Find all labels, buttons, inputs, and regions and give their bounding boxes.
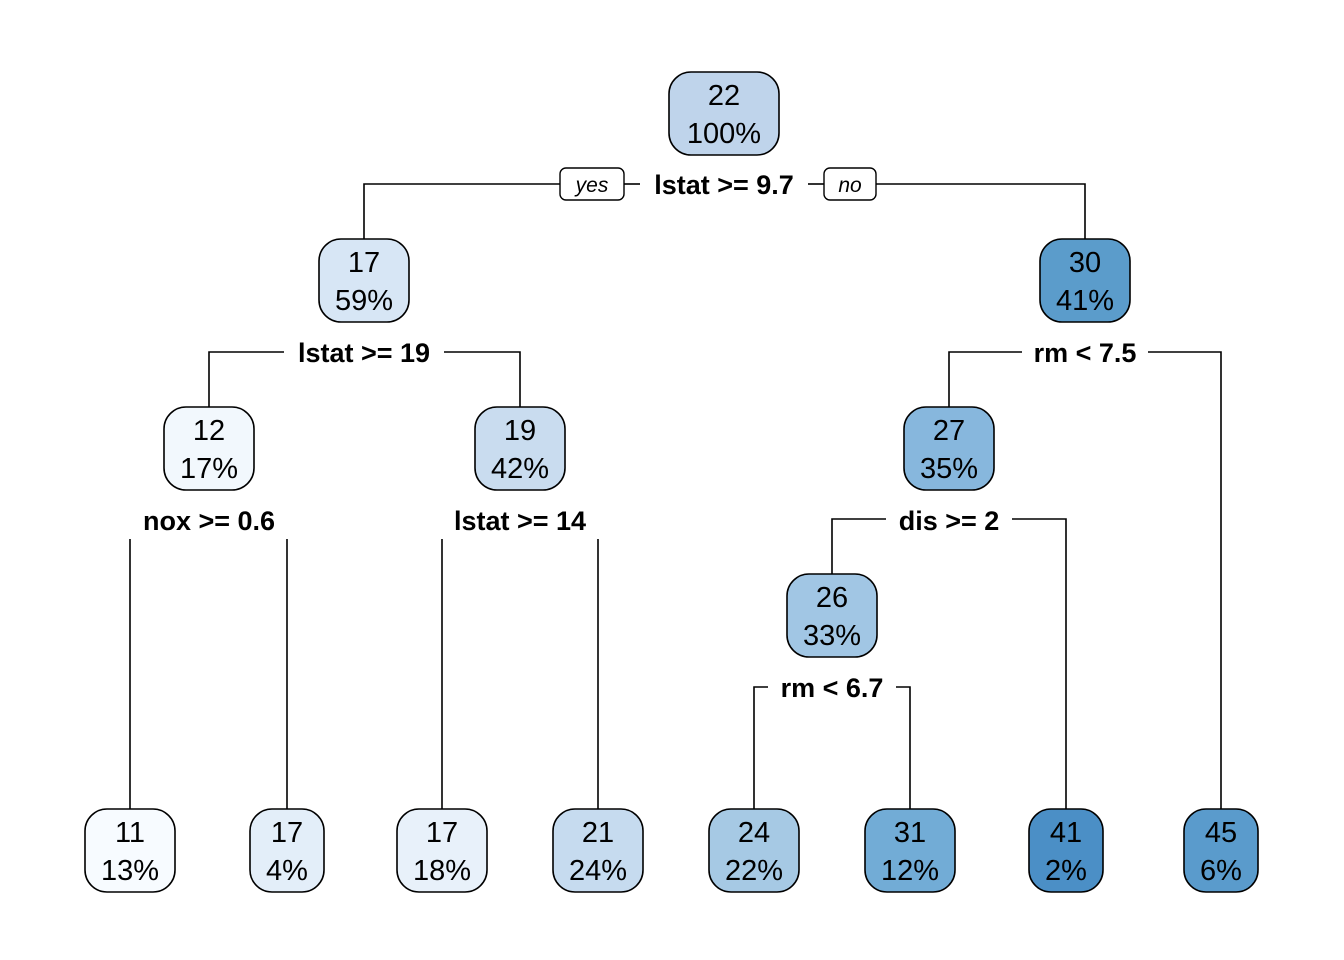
node-n6: 27 35% [903, 406, 995, 491]
leaf-node-2-box [249, 808, 325, 893]
leaf-node-4: 21 24% [552, 808, 644, 893]
leaf-node-2: 17 4% [249, 808, 325, 893]
split-label-n5: lstat >= 14 [454, 506, 586, 536]
leaf-node-1-box [84, 808, 176, 893]
leaf-node-8-percent: 6% [1200, 855, 1242, 887]
leaf-node-3-box [396, 808, 488, 893]
edge-n2-right [444, 351, 521, 407]
node-n12-box [786, 573, 878, 658]
leaf-node-5-percent: 22% [725, 855, 783, 887]
edge-n12-right [896, 686, 911, 809]
edge-n3-left [948, 351, 1022, 407]
node-root: 22 100% [668, 71, 780, 156]
node-n5-value: 19 [504, 415, 536, 447]
leaf-node-3: 17 18% [396, 808, 488, 893]
tree-nodes: 22 100% 17 59% 30 41% 12 17% 19 42% 27 3… [84, 71, 1259, 893]
edge-n12-left [753, 686, 768, 809]
leaf-node-7-box [1028, 808, 1104, 893]
tree-edges [129, 183, 1222, 809]
edge-n6-right [1012, 518, 1067, 809]
node-n3-value: 30 [1069, 247, 1101, 279]
no-label: no [838, 174, 862, 197]
split-labels: lstat >= 9.7 lstat >= 19 rm < 7.5 nox >=… [143, 170, 1136, 703]
node-n5-percent: 42% [491, 453, 549, 485]
yes-label-box: yes [559, 167, 625, 201]
leaf-node-7-percent: 2% [1045, 855, 1087, 887]
edge-n2-left [208, 351, 284, 407]
leaf-node-5-box [708, 808, 800, 893]
edge-n6-left [831, 518, 886, 574]
node-n3: 30 41% [1039, 238, 1131, 323]
node-n3-box [1039, 238, 1131, 323]
split-label-n3: rm < 7.5 [1034, 338, 1137, 368]
leaf-node-4-box [552, 808, 644, 893]
leaf-node-4-value: 21 [582, 817, 614, 849]
leaf-node-1: 11 13% [84, 808, 176, 893]
leaf-node-3-value: 17 [426, 817, 458, 849]
edge-root-right [876, 183, 1086, 239]
leaf-node-7-value: 41 [1050, 817, 1082, 849]
leaf-node-8-value: 45 [1205, 817, 1237, 849]
node-n12: 26 33% [786, 573, 878, 658]
leaf-node-6-percent: 12% [881, 855, 939, 887]
node-n2-value: 17 [348, 247, 380, 279]
leaf-node-1-value: 11 [115, 817, 145, 849]
node-n5-box [474, 406, 566, 491]
node-root-box [668, 71, 780, 156]
edge-root-left [363, 183, 560, 239]
node-n4-value: 12 [193, 415, 225, 447]
leaf-node-1-percent: 13% [101, 855, 159, 887]
split-label-n4: nox >= 0.6 [143, 506, 275, 536]
yes-label: yes [574, 174, 609, 197]
split-label-n12: rm < 6.7 [781, 673, 884, 703]
leaf-node-6: 31 12% [864, 808, 956, 893]
node-n2-box [318, 238, 410, 323]
node-n3-percent: 41% [1056, 285, 1114, 317]
node-n5: 19 42% [474, 406, 566, 491]
node-n4: 12 17% [163, 406, 255, 491]
node-n6-percent: 35% [920, 453, 978, 485]
node-root-percent: 100% [687, 118, 761, 150]
leaf-node-7: 41 2% [1028, 808, 1104, 893]
leaf-node-2-value: 17 [271, 817, 303, 849]
leaf-node-6-value: 31 [894, 817, 926, 849]
leaf-node-2-percent: 4% [266, 855, 308, 887]
leaf-node-8: 45 6% [1183, 808, 1259, 893]
leaf-node-8-box [1183, 808, 1259, 893]
edge-n3-right [1148, 351, 1222, 809]
node-n6-box [903, 406, 995, 491]
node-n2-percent: 59% [335, 285, 393, 317]
node-n4-box [163, 406, 255, 491]
leaf-node-5: 24 22% [708, 808, 800, 893]
node-n12-value: 26 [816, 582, 848, 614]
node-root-value: 22 [708, 80, 740, 112]
leaf-node-4-percent: 24% [569, 855, 627, 887]
node-n6-value: 27 [933, 415, 965, 447]
split-label-root: lstat >= 9.7 [654, 170, 794, 200]
split-label-n2: lstat >= 19 [298, 338, 430, 368]
node-n12-percent: 33% [803, 620, 861, 652]
leaf-node-6-box [864, 808, 956, 893]
no-label-box: no [823, 167, 877, 201]
node-n2: 17 59% [318, 238, 410, 323]
node-n4-percent: 17% [180, 453, 238, 485]
leaf-node-3-percent: 18% [413, 855, 471, 887]
leaf-node-5-value: 24 [738, 817, 770, 849]
split-label-n6: dis >= 2 [899, 506, 1000, 536]
